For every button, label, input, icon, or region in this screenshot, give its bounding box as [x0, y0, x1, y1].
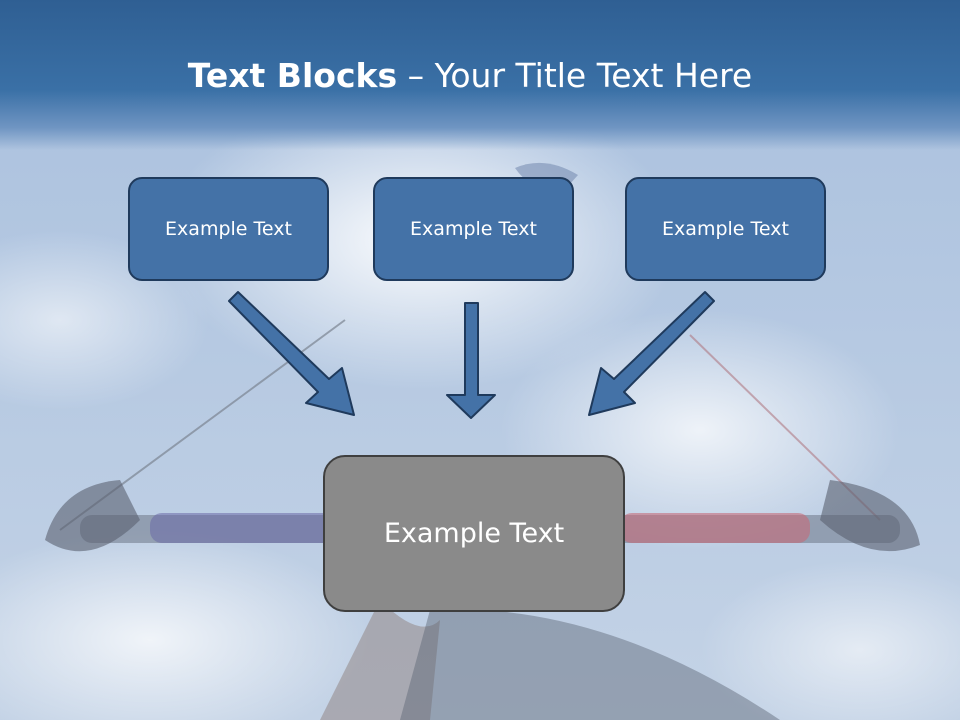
arrow-down-icon[interactable]: [446, 302, 496, 419]
text-block-left[interactable]: Example Text: [128, 177, 329, 281]
arrow-down-right-icon[interactable]: [228, 291, 355, 416]
text-block-right-label: Example Text: [662, 218, 789, 240]
title-dash: –: [397, 56, 435, 95]
text-block-middle-label: Example Text: [410, 218, 537, 240]
title-bar: [0, 0, 960, 150]
text-block-right[interactable]: Example Text: [625, 177, 826, 281]
title-rest: Your Title Text Here: [434, 56, 753, 95]
text-block-center[interactable]: Example Text: [323, 455, 625, 612]
slide-title[interactable]: Text Blocks – Your Title Text Here: [0, 54, 940, 98]
text-block-left-label: Example Text: [165, 218, 292, 240]
text-block-middle[interactable]: Example Text: [373, 177, 574, 281]
text-block-center-label: Example Text: [383, 518, 565, 549]
arrow-down-left-icon[interactable]: [588, 291, 715, 416]
title-bold-part: Text Blocks: [187, 56, 398, 95]
